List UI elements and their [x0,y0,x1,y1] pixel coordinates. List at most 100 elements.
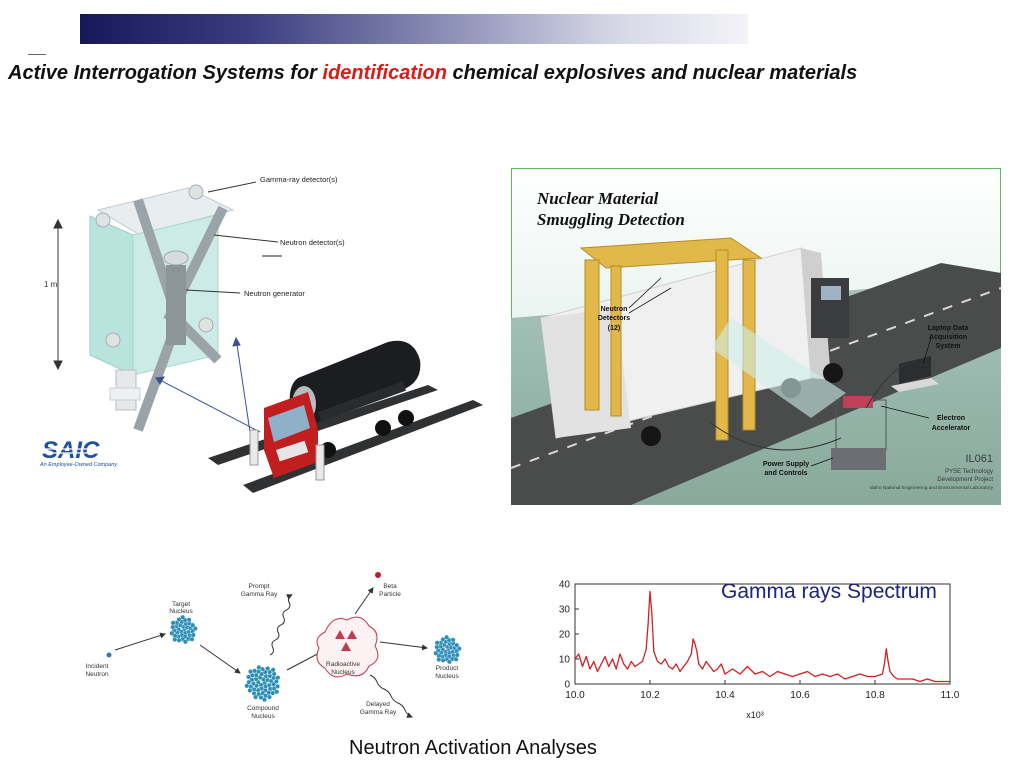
data-point [686,660,689,663]
data-point [653,650,655,653]
data-point [949,680,951,683]
data-point [679,670,681,673]
data-point [934,680,936,683]
data-point [874,675,876,678]
data-point [739,673,741,675]
data-point [615,668,617,670]
data-point [887,660,889,663]
label-product-l2: Nucleus [435,673,459,680]
data-point [668,665,670,668]
x-tick-label: 10.6 [790,690,810,701]
data-point [720,663,722,665]
data-point [585,655,587,658]
x-tick-label: 11.0 [941,690,960,701]
compound-nucleus [244,664,281,703]
data-point [619,653,621,655]
beta-particle [375,572,381,578]
data-point [829,675,831,678]
label-laptop-l1: Laptop Data [928,325,969,332]
data-point [889,670,891,673]
data-point [836,673,839,675]
data-point [641,660,644,663]
delayed-gamma-wave [369,674,413,718]
label-beta-l2: Particle [379,591,401,598]
data-point [694,643,696,645]
data-point [926,678,929,680]
data-point [645,648,647,650]
data-point [776,670,779,673]
radioactive-nucleus [316,616,379,678]
title-part: chemical explosives and nuclear material… [446,62,858,84]
data-point [630,660,632,663]
data-point [724,673,726,675]
label-radioactive-l2: Nucleus [331,669,355,676]
data-point [596,670,599,673]
label-beta-l1: Beta [383,583,397,590]
plot-area [574,583,951,685]
data-point [651,613,653,615]
label-neutron-detectors-l3: (12) [608,325,620,332]
activation-caption: Neutron Activation Analyses [349,737,597,759]
data-point [690,653,692,655]
data-point [754,673,756,675]
smuggling-figure: Nuclear Material Smuggling Detection [511,168,1001,505]
incident-neutron [106,652,112,658]
data-point [623,663,625,665]
label-gamma-detector: Gamma-ray detector(s) [260,175,338,184]
data-point [769,675,771,678]
data-point [883,663,885,665]
data-point [589,668,591,670]
data-point [660,663,662,665]
title-part: Active Interrogation Systems for [8,62,323,84]
data-point [713,670,715,673]
data-point [578,653,580,655]
label-product-l1: Product [436,665,459,672]
label-delayed-l2: Gamma Ray [360,709,397,716]
label-prompt-l1: Prompt [249,583,270,590]
data-point [701,668,704,670]
road-right [243,400,483,493]
divider [28,54,46,55]
credit-line1: PYSE Technology [945,469,993,475]
pointer-lines [155,336,261,433]
product-nucleus [433,634,462,665]
saic-logo: SAIC An Employee-Owned Company [39,437,118,468]
data-point [821,673,824,675]
data-point [885,648,887,650]
scale-arrow [53,218,63,371]
label-compound-l1: Compound [247,705,279,712]
chart-title: Gamma rays Spectrum [721,580,937,603]
data-point [696,650,698,653]
label-neutron-detectors-l1: Neutron [601,306,628,313]
data-point [600,663,602,665]
x-axis-label: x10³ [746,710,764,720]
data-point [806,670,809,673]
y-tick-label: 10 [559,655,571,666]
data-point [881,673,884,675]
label-laptop-l3: System [936,343,961,350]
label-incident-l1: Incident [86,663,109,670]
target-nucleus [169,614,198,645]
data-point [716,668,719,670]
title-highlight: identification [322,62,447,84]
label-delayed-l1: Delayed [366,701,390,708]
data-point [656,660,659,663]
data-point [581,665,584,668]
data-point [941,680,944,683]
series-line-0 [574,590,950,683]
label-laptop-l2: Acquisition [929,334,967,341]
scale-label: 1 m [44,280,58,289]
data-point [626,668,629,670]
page-title: Active Interrogation Systems for identif… [8,62,857,85]
prompt-gamma-wave [269,594,293,656]
figure-code: IL061 [965,453,993,465]
y-tick-label: 0 [564,680,570,691]
data-point [647,623,649,625]
data-point [604,655,606,658]
figure-title-line1: Nuclear Material [536,189,659,208]
data-point [761,670,764,673]
saic-logo-text: SAIC [42,437,100,464]
label-power-l1: Power Supply [763,461,809,468]
data-point [611,658,614,660]
title-bar-decoration [80,14,748,44]
